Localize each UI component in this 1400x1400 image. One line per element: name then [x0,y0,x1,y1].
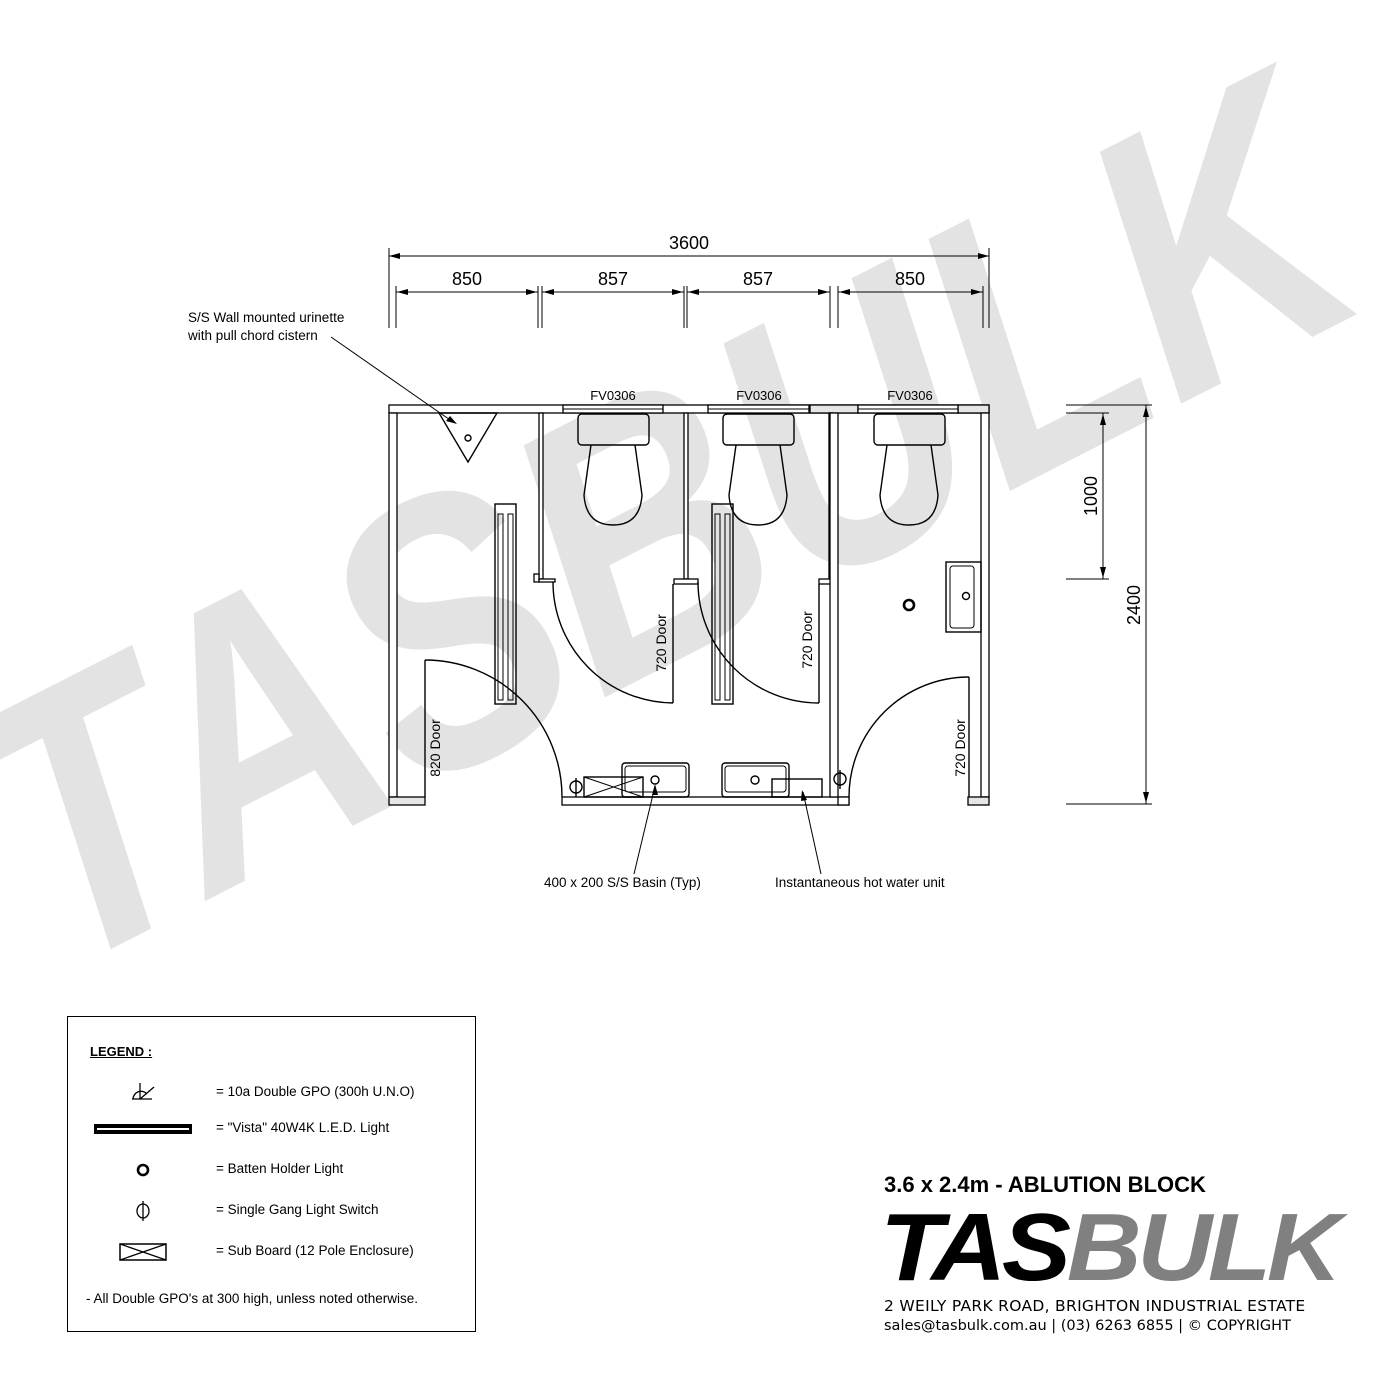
company-address: 2 WEILY PARK ROAD, BRIGHTON INDUSTRIAL E… [884,1297,1306,1315]
basin-2 [721,762,790,798]
callout-urinal: S/S Wall mounted urinette with pull chor… [187,310,457,424]
svg-text:TASBULK: TASBULK [0,0,1400,1047]
legend-item-led-light: = "Vista" 40W4K L.E.D. Light [68,1117,475,1141]
svg-text:857: 857 [598,269,628,289]
led-light-1 [494,503,517,705]
svg-text:FV0306: FV0306 [590,388,636,403]
legend-item-sub-board: = Sub Board (12 Pole Enclosure) [68,1240,475,1264]
light-switch-2 [833,770,847,789]
door-720-cubicle-2: 720 Door [697,581,820,704]
dimension-overall-depth: 2400 [1066,404,1152,805]
legend-item-light-switch: = Single Gang Light Switch [68,1199,475,1223]
svg-text:1000: 1000 [1081,476,1101,516]
callout-basin: 400 x 200 S/S Basin (Typ) [544,784,701,890]
hot-water-unit [771,778,823,798]
batten-holder-icon [88,1158,198,1182]
svg-text:3600: 3600 [669,233,709,253]
logo-bulk: BULK [1066,1194,1342,1301]
dimension-bays: 850 857 857 850 [395,269,984,328]
door-720-cubicle-1: 720 Door [552,581,674,704]
svg-text:720 Door: 720 Door [653,614,669,672]
walls [388,404,990,806]
legend-item-label: = Single Gang Light Switch [216,1202,379,1217]
svg-text:820 Door: 820 Door [427,719,443,777]
callout-hot-water: Instantaneous hot water unit [775,790,945,890]
svg-text:400 x 200 S/S Basin (Typ): 400 x 200 S/S Basin (Typ) [544,875,701,890]
urinal [437,412,499,464]
batten-holder-light [902,598,916,612]
company-contact: sales@tasbulk.com.au | (03) 6263 6855 | … [884,1318,1291,1334]
led-light-2 [711,503,734,705]
svg-text:S/S Wall mounted urinette: S/S Wall mounted urinette [188,310,344,325]
svg-text:850: 850 [452,269,482,289]
toilet-3 [873,413,946,526]
svg-text:2400: 2400 [1124,585,1144,625]
company-logo: TASBULK [880,1200,1342,1296]
drawing-title: 3.6 x 2.4m - ABLUTION BLOCK [884,1172,1206,1197]
door-720-room-3: 720 Door [848,676,970,798]
light-switch-1 [569,778,583,797]
svg-text:with pull chord cistern: with pull chord cistern [187,328,318,343]
legend-item-batten-holder: = Batten Holder Light [68,1158,475,1182]
svg-text:720 Door: 720 Door [799,611,815,669]
toilet-1 [577,413,650,526]
logo-tas: TAS [880,1194,1071,1301]
svg-text:850: 850 [895,269,925,289]
windows: FV0306 FV0306 FV0306 [562,388,959,414]
watermark: TASBULK [0,0,1400,1047]
door-820: 820 Door [424,659,563,798]
sub-board [583,776,644,798]
dimension-overall-width: 3600 [388,233,990,328]
svg-text:FV0306: FV0306 [736,388,782,403]
basin-right [945,561,982,633]
svg-text:Instantaneous hot water unit: Instantaneous hot water unit [775,875,945,890]
legend-item-label: = 10a Double GPO (300h U.N.O) [216,1084,415,1099]
led-light-icon [88,1117,198,1141]
sub-board-icon [88,1240,198,1264]
legend-item-label: = Batten Holder Light [216,1161,344,1176]
double-gpo-icon [88,1081,198,1105]
legend-item-double-gpo: = 10a Double GPO (300h U.N.O) [68,1081,475,1105]
legend: LEGEND : = 10a Double GPO (300h U.N.O) =… [67,1016,476,1332]
legend-title: LEGEND : [90,1044,153,1059]
svg-text:FV0306: FV0306 [887,388,933,403]
toilet-2 [722,413,795,526]
legend-item-label: = Sub Board (12 Pole Enclosure) [216,1243,414,1258]
svg-text:857: 857 [743,269,773,289]
dimension-partition-depth: 1000 [1066,412,1109,580]
legend-note: - All Double GPO's at 300 high, unless n… [86,1291,419,1306]
legend-item-label: = "Vista" 40W4K L.E.D. Light [216,1120,390,1135]
light-switch-icon [88,1199,198,1223]
svg-text:720 Door: 720 Door [952,719,968,777]
